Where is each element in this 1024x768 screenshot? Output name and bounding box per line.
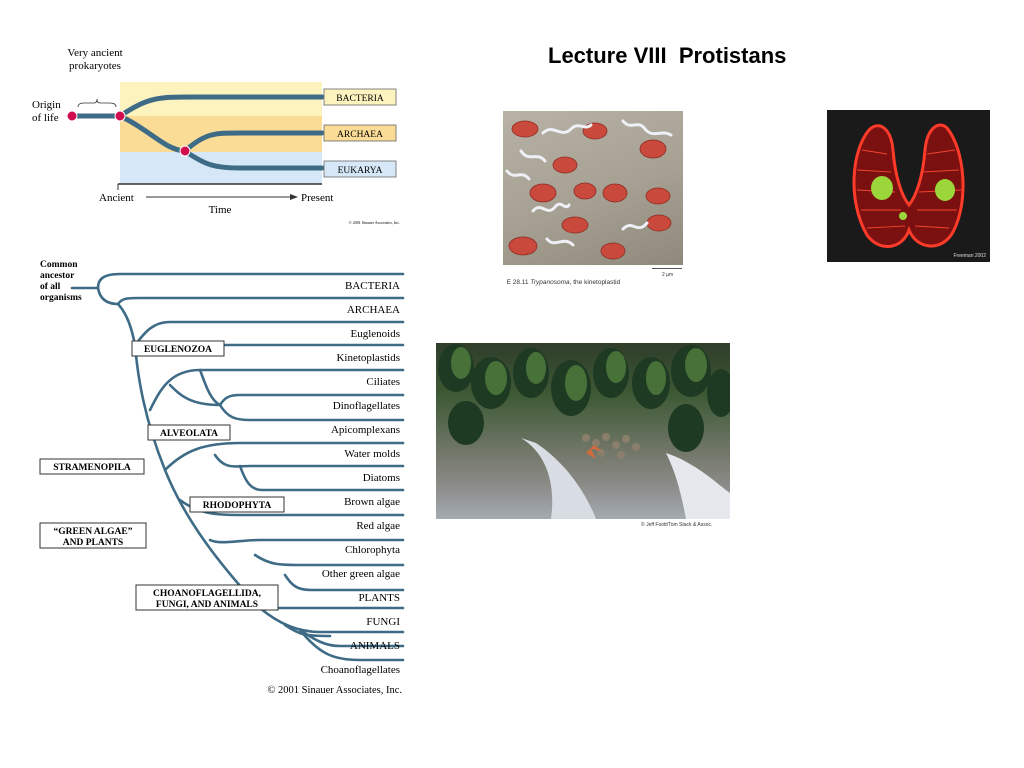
trypanosoma-caption: E 28.11 Trypanosoma, the kinetoplastid (506, 279, 621, 286)
leaf-euglenoids: Euglenoids (351, 328, 401, 340)
root-label-4: organisms (40, 293, 82, 303)
svg-text:BACTERIA: BACTERIA (336, 94, 384, 104)
seaweed-credit: © Jeff Foott/Tom Stack & Assoc. (641, 522, 713, 528)
trypanosoma-cells (505, 119, 673, 260)
leaf-fungi: FUNGI (366, 616, 400, 628)
group-rhodophyta: RHODOPHYTA (189, 496, 285, 513)
domains-branches (69, 94, 325, 171)
scale-bar-label: 2 µm (662, 272, 674, 278)
axis-present-label: Present (301, 192, 333, 204)
root-label-1: Common (40, 260, 78, 270)
leaf-choanoflagellates: Choanoflagellates (321, 664, 400, 676)
origin-label-2: of life (32, 112, 59, 124)
leaf-dinoflagellates: Dinoflagellates (333, 400, 400, 412)
seaweed-photo (436, 343, 730, 519)
ciliate-credit: Freeman 2002 (953, 253, 986, 259)
root-label-2: ancestor (40, 271, 75, 281)
tree-branches (70, 272, 405, 662)
svg-text:AND PLANTS: AND PLANTS (63, 538, 123, 548)
svg-text:EUKARYA: EUKARYA (338, 166, 383, 176)
leaf-apicomplexans: Apicomplexans (331, 424, 400, 436)
leaf-ciliates: Ciliates (366, 376, 400, 388)
leaf-chlorophyta: Chlorophyta (345, 544, 400, 556)
svg-text:ARCHAEA: ARCHAEA (337, 130, 383, 140)
svg-text:EUGLENOZOA: EUGLENOZOA (144, 345, 212, 355)
phylogenetic-tree: Common ancestor of all organisms BACTERI… (39, 260, 405, 696)
scale-bar (652, 268, 682, 269)
domains-credit: © 2001 Sinauer Associates, Inc. (349, 220, 400, 226)
svg-text:STRAMENOPILA: STRAMENOPILA (53, 463, 131, 473)
axis-time-title: Time (209, 204, 232, 216)
leaf-other-green-algae: Other green algae (322, 568, 400, 580)
leaf-diatoms: Diatoms (363, 472, 400, 484)
svg-text:“GREEN ALGAE”: “GREEN ALGAE” (54, 526, 133, 537)
leaf-brown-algae: Brown algae (344, 496, 400, 508)
leaf-bacteria: BACTERIA (345, 280, 400, 292)
prokaryote-label-1: Very ancient (67, 47, 122, 59)
time-arrowhead (290, 194, 298, 200)
svg-text:FUNGI, AND ANIMALS: FUNGI, AND ANIMALS (156, 600, 258, 610)
svg-text:CHOANOFLAGELLIDA,: CHOANOFLAGELLIDA, (153, 589, 262, 599)
split-node-archaea-eukarya (179, 145, 191, 157)
axis-ancient-label: Ancient (99, 192, 134, 204)
leaf-kinetoplastids: Kinetoplastids (336, 352, 400, 364)
prokaryote-label-2: prokaryotes (69, 60, 121, 72)
ciliate-photo: Freeman 2002 (827, 110, 990, 262)
domains-diagram: Very ancient prokaryotes Origin of life … (32, 47, 400, 226)
leaf-red-algae: Red algae (356, 520, 400, 532)
origin-node (66, 110, 78, 122)
group-stramenopila: STRAMENOPILA (39, 458, 145, 475)
svg-text:RHODOPHYTA: RHODOPHYTA (203, 501, 272, 511)
group-choanoflagellida-fungi-animals: CHOANOFLAGELLIDA, FUNGI, AND ANIMALS (135, 584, 279, 611)
leaf-water-molds: Water molds (344, 448, 400, 460)
prokaryote-bracket (77, 98, 117, 108)
group-euglenozoa: EUGLENOZOA (131, 340, 225, 357)
leaf-archaea: ARCHAEA (347, 304, 400, 316)
leaf-animals: ANIMALS (350, 640, 400, 652)
split-node-prokaryotes (114, 110, 126, 122)
tree-credit: © 2001 Sinauer Associates, Inc. (267, 685, 402, 696)
tree-leaf-labels: BACTERIA ARCHAEA Euglenoids Kinetoplasti… (321, 280, 401, 676)
ciliate-cell (852, 123, 965, 248)
leaf-plants: PLANTS (358, 592, 400, 604)
root-label-3: of all (40, 282, 61, 292)
trypanosoma-photo (503, 111, 683, 265)
seaweed-scene (438, 344, 730, 519)
origin-label-1: Origin (32, 99, 61, 111)
slide-title: Lecture VIII Protistans (548, 43, 787, 68)
svg-text:ALVEOLATA: ALVEOLATA (160, 429, 218, 439)
group-green-algae-and-plants: “GREEN ALGAE” AND PLANTS (39, 522, 147, 549)
group-alveolata: ALVEOLATA (147, 424, 231, 441)
domain-label-eukarya: EUKARYA (323, 160, 397, 178)
domain-label-archaea: ARCHAEA (323, 124, 397, 142)
domain-label-bacteria: BACTERIA (323, 88, 397, 106)
